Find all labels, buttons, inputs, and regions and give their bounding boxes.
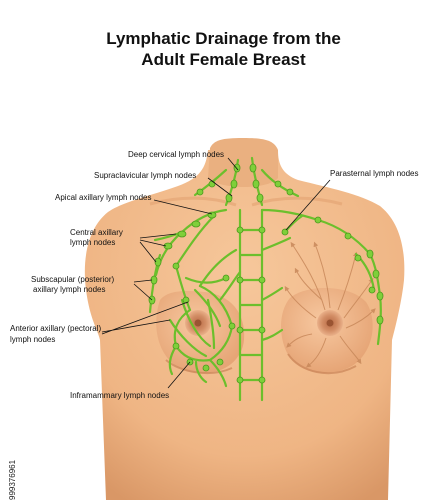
title-line-2: Adult Female Breast [141,50,306,69]
label-anterior-axillary-1: Anterior axillary (pectoral) [10,324,101,333]
label-subscapular-1: Subscapular (posterior) [31,275,114,284]
label-subscapular-2: axillary lymph nodes [33,285,105,294]
labels: Deep cervical lymph nodes Supraclavicula… [10,150,419,400]
label-central-axillary-1: Central axillary [70,228,123,237]
diagram-title: Lymphatic Drainage from the Adult Female… [0,28,447,70]
drainage-arrows [284,241,376,368]
stock-id-watermark: 999376961 [8,459,17,500]
leader-lines [101,157,331,389]
left-breast [156,290,245,375]
label-supraclavicular: Supraclavicular lymph nodes [94,171,196,180]
label-central-axillary-2: lymph nodes [70,238,115,247]
label-inframammary: Inframammary lymph nodes [70,391,169,400]
label-deep-cervical: Deep cervical lymph nodes [128,150,224,159]
label-anterior-axillary-2: lymph nodes [10,335,55,344]
right-breast [281,287,373,375]
stock-id-text: 999376961 [8,459,17,500]
title-line-1: Lymphatic Drainage from the [106,29,341,48]
label-apical-axillary: Apical axillary lymph nodes [55,193,152,202]
label-parasternal: Parasternal lymph nodes [330,169,419,178]
